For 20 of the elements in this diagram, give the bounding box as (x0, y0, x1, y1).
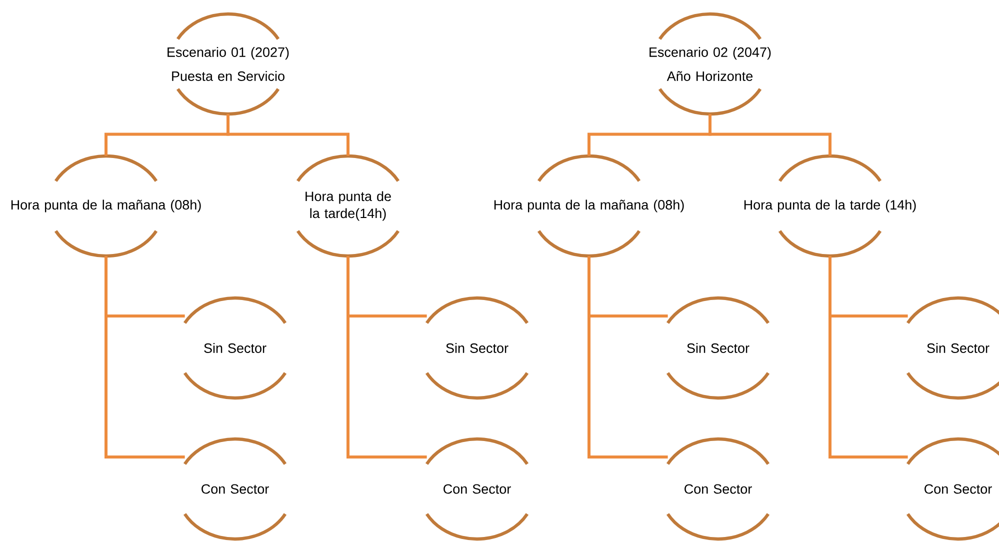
circle-node: Sin Sector (184, 296, 287, 400)
connector-line (346, 256, 427, 458)
circle-node: Sin Sector (666, 296, 770, 400)
circle-node: Escenario 01 (2027) Puesta en Servicio (168, 12, 289, 116)
circle-node: Hora punta de la mañana (08h) (11, 154, 201, 258)
circle-node: Escenario 02 (2047) Año Horizonte (650, 12, 771, 116)
connector-line (226, 114, 350, 156)
circle-node: Con Sector (906, 437, 999, 541)
connector-line (588, 256, 668, 458)
circle-node: Hora punta de la tarde(14h) (296, 154, 400, 258)
circle-node: Hora punta de la mañana (08h) (494, 154, 684, 258)
connector-line (708, 114, 832, 156)
circle-node: Con Sector (184, 437, 287, 541)
circle-node: Con Sector (426, 437, 529, 541)
circle-node: Sin Sector (426, 296, 529, 400)
circle-node: Sin Sector (906, 296, 999, 400)
connector-line (828, 256, 908, 458)
connector-line (104, 256, 185, 458)
circle-node: Con Sector (666, 437, 770, 541)
circle-node: Hora punta de la tarde (14h) (744, 154, 916, 258)
